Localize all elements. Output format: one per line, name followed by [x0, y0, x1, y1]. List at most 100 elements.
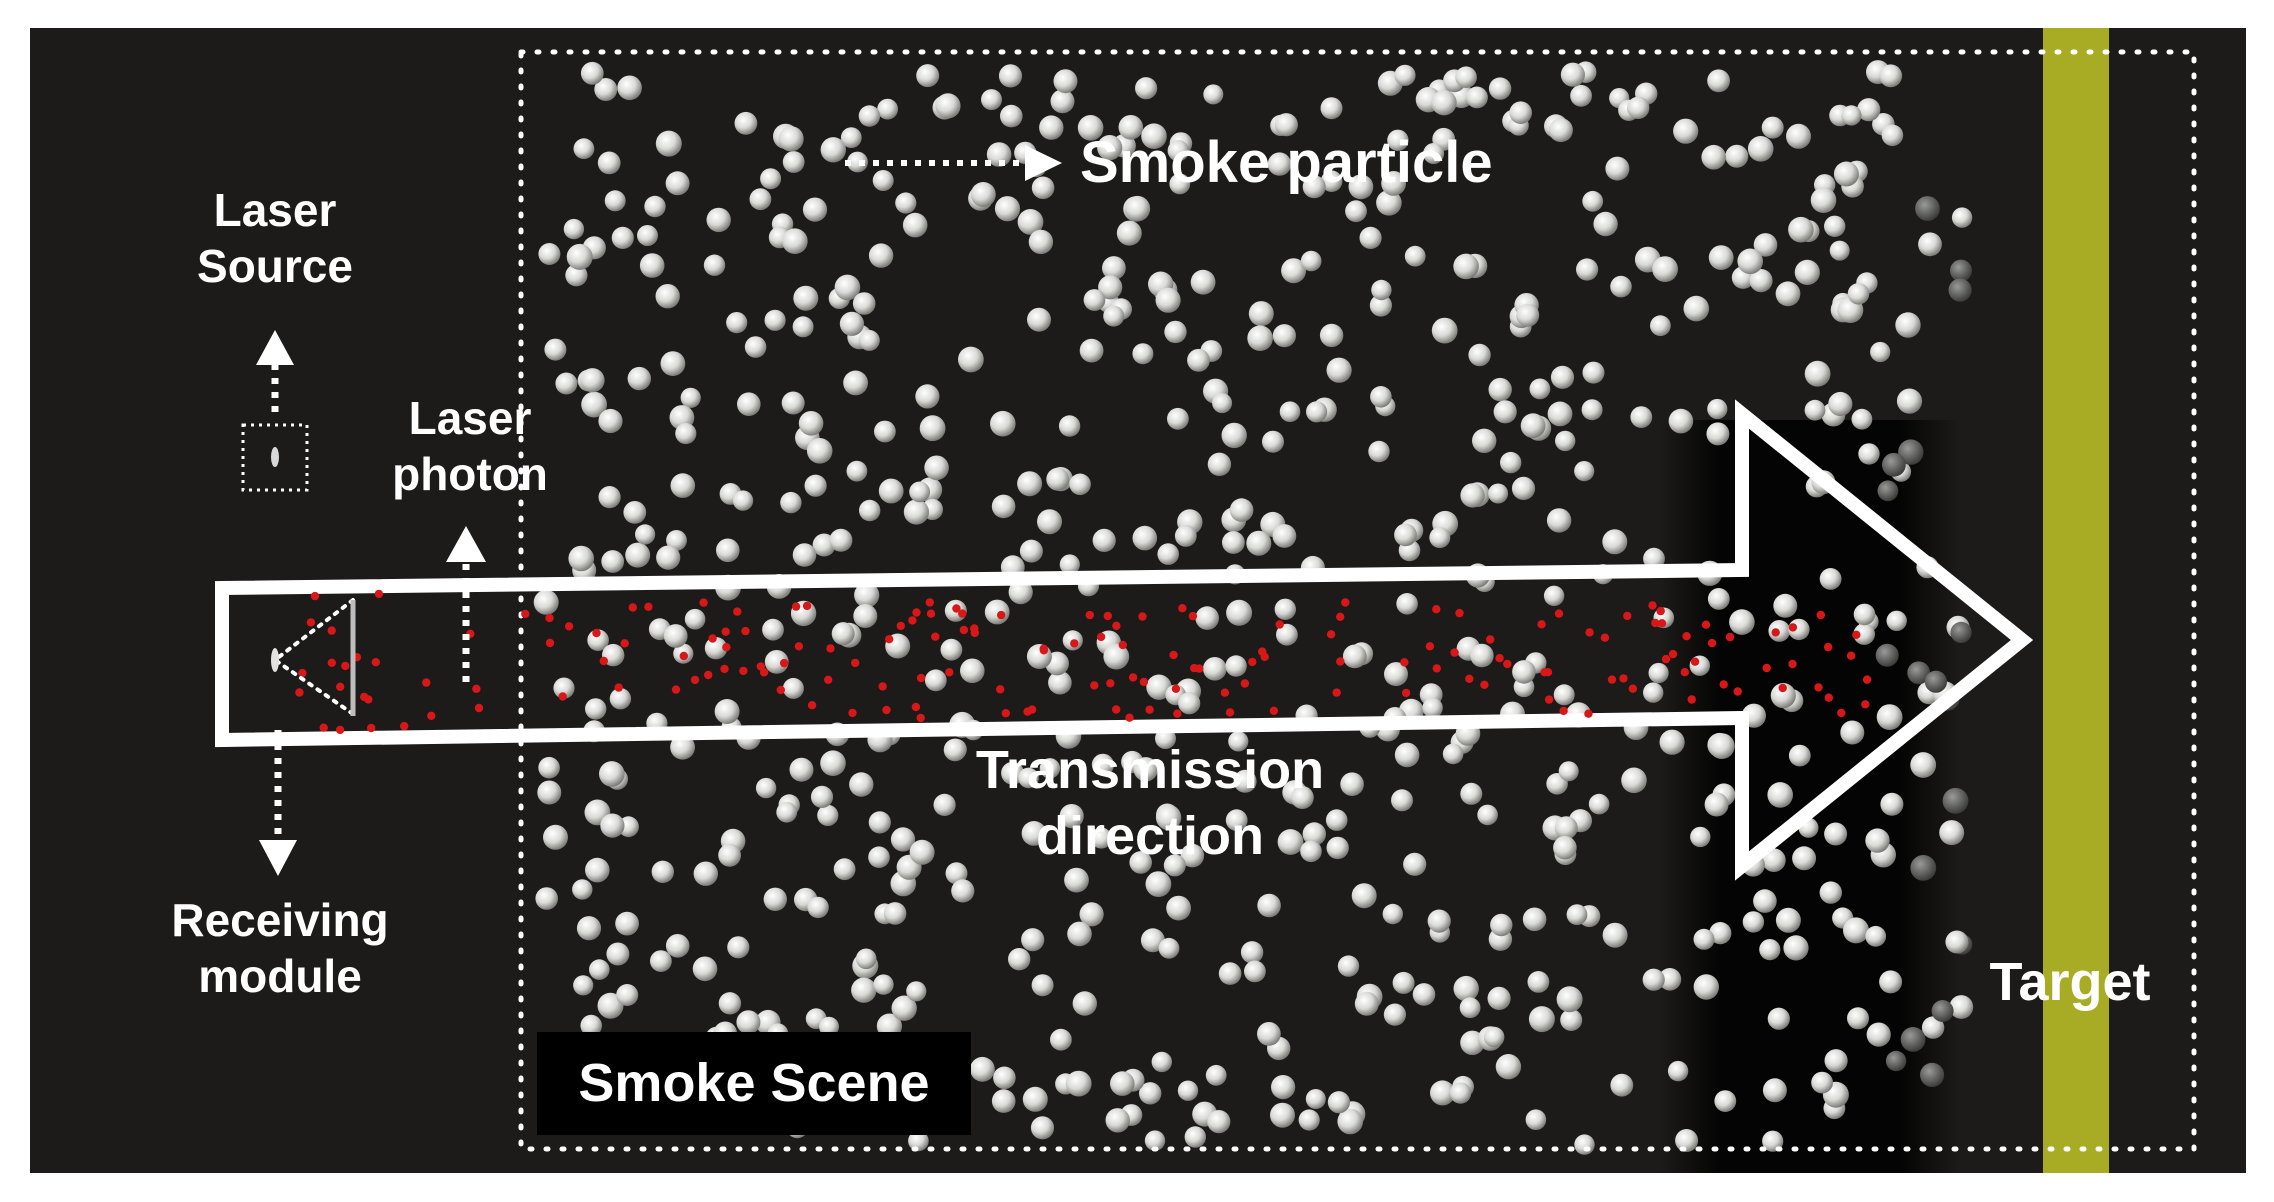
smoke-particle [1053, 69, 1078, 94]
smoke-particle [1794, 259, 1820, 285]
smoke-particle [1659, 729, 1685, 755]
smoke-particle [1548, 118, 1573, 143]
smoke-particle [639, 253, 665, 278]
laser-photon [1559, 706, 1568, 716]
smoke-scene-boundary [518, 49, 2197, 1152]
smoke-particle [1804, 360, 1831, 387]
smoke-particle [1064, 867, 1089, 893]
smoke-particle [1340, 772, 1364, 796]
laser-photon [371, 658, 380, 667]
smoke-particle [1077, 115, 1104, 141]
laser-photon [741, 626, 750, 636]
laser-photon [1725, 632, 1735, 642]
smoke-particle [706, 207, 731, 233]
smoke-particle [703, 254, 726, 276]
smoke-particle [1229, 498, 1254, 522]
smoke-particle [1775, 281, 1801, 307]
laser-photon [802, 601, 812, 611]
laser-photon [739, 666, 748, 676]
smoke-particle [1581, 399, 1603, 421]
laser-photon [1248, 657, 1257, 667]
smoke-particle [1509, 101, 1532, 124]
smoke-particle [1300, 840, 1322, 863]
laser-photon [336, 682, 345, 691]
smoke-particle [1460, 782, 1483, 805]
smoke-particle [555, 372, 578, 395]
smoke-particle [1359, 226, 1382, 249]
smoke-particle [1924, 670, 1947, 693]
smoke-particle [1865, 828, 1890, 853]
smoke-particle [716, 538, 740, 563]
smoke-particle [615, 911, 639, 936]
smoke-particle [1222, 531, 1245, 554]
smoke-particle [763, 887, 787, 911]
smoke-particle [1019, 539, 1043, 563]
laser-photon [958, 609, 967, 618]
laser-photon [367, 723, 376, 733]
smoke-particle [1610, 1073, 1634, 1097]
smoke-particle-pointer [845, 145, 1062, 181]
smoke-particle [1942, 787, 1969, 814]
smoke-particle [680, 387, 701, 408]
smoke-particle [868, 846, 890, 868]
smoke-particle [919, 415, 946, 442]
smoke-particle [798, 411, 824, 436]
laser-photon [298, 668, 307, 678]
smoke-particle [958, 346, 984, 373]
laser-photon [310, 591, 320, 601]
smoke-particle [1490, 913, 1513, 937]
laser-photon [1139, 677, 1149, 687]
smoke-particle [1658, 968, 1682, 991]
smoke-particle [858, 105, 881, 127]
laser-photons [295, 589, 1872, 735]
laser-photon [1178, 604, 1187, 613]
smoke-particle [1652, 256, 1678, 282]
smoke-particle [1950, 621, 1972, 644]
laser-photon [1823, 642, 1833, 652]
smoke-particle [1543, 585, 1565, 606]
laser-photon [1861, 700, 1870, 709]
smoke-particle [1675, 1129, 1699, 1152]
laser-photon [1090, 681, 1099, 690]
smoke-particle [1939, 820, 1965, 846]
smoke-particle [1195, 606, 1219, 630]
smoke-particle [1701, 144, 1726, 170]
smoke-particle [1810, 187, 1837, 213]
smoke-particle [1449, 1082, 1472, 1104]
smoke-particle [1103, 643, 1130, 670]
laser-photon [1680, 668, 1690, 677]
smoke-particle [1262, 430, 1284, 453]
smoke-particle [1225, 809, 1248, 832]
smoke-particle [1277, 829, 1304, 855]
receiving-module-label: Receiving module [171, 894, 389, 1003]
smoke-particle [566, 243, 593, 270]
smoke-particle [908, 1130, 929, 1152]
smoke-particle [820, 750, 846, 776]
smoke-particle [1767, 782, 1793, 808]
laser-photon [759, 668, 769, 677]
smoke-particle [580, 1014, 602, 1037]
smoke-particle [597, 151, 621, 175]
smoke-particle [1488, 377, 1512, 402]
smoke-particle [855, 948, 877, 970]
laser-photon [1103, 611, 1113, 621]
smoke-particle [749, 188, 772, 211]
smoke-particle [1427, 909, 1451, 933]
smoke-particle [1320, 97, 1343, 120]
laser-photon [592, 628, 601, 638]
smoke-particle [890, 827, 916, 852]
smoke-particle [831, 622, 855, 646]
smoke-particle [1753, 889, 1777, 913]
smoke-particle [1008, 948, 1031, 971]
smoke-particle [665, 171, 690, 196]
smoke-particle [1072, 991, 1098, 1016]
smoke-particle [1018, 767, 1039, 789]
smoke-particle [1124, 195, 1151, 222]
smoke-particle [1841, 105, 1862, 126]
smoke-particle [1879, 970, 1903, 994]
laser-photon [826, 644, 835, 653]
smoke-particle [1840, 720, 1865, 745]
smoke-particle [1431, 90, 1457, 116]
smoke-particle [847, 151, 868, 173]
smoke-particle [782, 151, 805, 173]
